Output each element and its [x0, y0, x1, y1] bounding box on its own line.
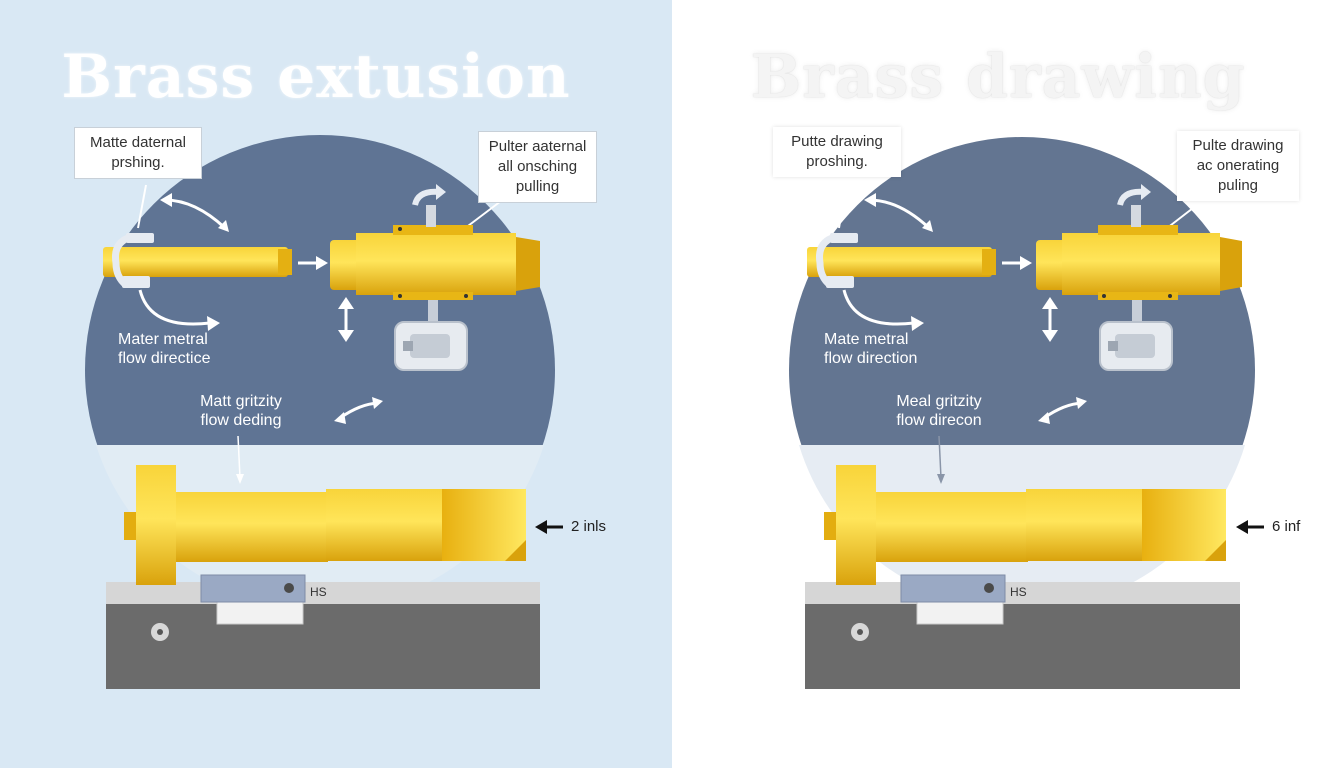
machine-base — [805, 574, 1240, 689]
callout-box-right: Pulte drawing ac onerating puling — [1177, 131, 1299, 201]
vertical-arrow-icon — [1042, 297, 1058, 342]
right-arrow-icon — [1002, 256, 1032, 270]
flow-label: Mater metral flow directice — [118, 331, 211, 367]
callout-box-left: Matte daternal prshing. — [74, 127, 202, 179]
panel-title: Brass drawing — [750, 42, 1246, 112]
die-assembly — [330, 205, 540, 371]
callout-pointer — [137, 184, 147, 229]
stamp-label: HS — [1010, 585, 1027, 599]
left-arrow-icon — [1236, 520, 1264, 534]
wire-rod — [807, 233, 996, 288]
extrusion-diagram — [85, 135, 563, 689]
right-arrow-icon — [298, 256, 328, 270]
callout-box-right: Pulter aaternal all onsching pulling — [478, 131, 597, 203]
callout-pointer — [938, 435, 942, 479]
extruded-rod — [124, 465, 526, 585]
drawn-rod — [824, 465, 1226, 585]
machine-base — [106, 574, 540, 689]
dimension-label: 2 inls — [571, 518, 607, 535]
left-arrow-icon — [535, 520, 563, 534]
curved-arrow-icon — [842, 289, 915, 326]
screw-icon — [984, 583, 994, 593]
extrusion-panel: Brass extusion Matte daternal prshing. P… — [0, 0, 672, 768]
drawing-panel: Brass drawing Putte drawing proshing. Pu… — [672, 0, 1344, 768]
callout-pointer — [838, 184, 847, 229]
flow-label: Meal gritzity flow direcon — [896, 393, 982, 429]
curved-arrow-icon — [138, 289, 211, 326]
flow-label: Mate metral flow direction — [824, 331, 918, 367]
dimension-label: 6 inf — [1272, 518, 1301, 535]
callout-pointer — [237, 435, 241, 479]
screw-icon — [284, 583, 294, 593]
callout-box-left: Putte drawing proshing. — [773, 127, 901, 177]
panel-title: Brass extusion — [61, 42, 571, 112]
drawing-diagram — [789, 137, 1264, 689]
stamp-label: HS — [310, 585, 327, 599]
billet-rod — [103, 233, 292, 288]
flow-label: Matt gritzity flow deding — [200, 393, 282, 429]
vertical-arrow-icon — [338, 297, 354, 342]
drawing-die-assembly — [1036, 205, 1242, 371]
